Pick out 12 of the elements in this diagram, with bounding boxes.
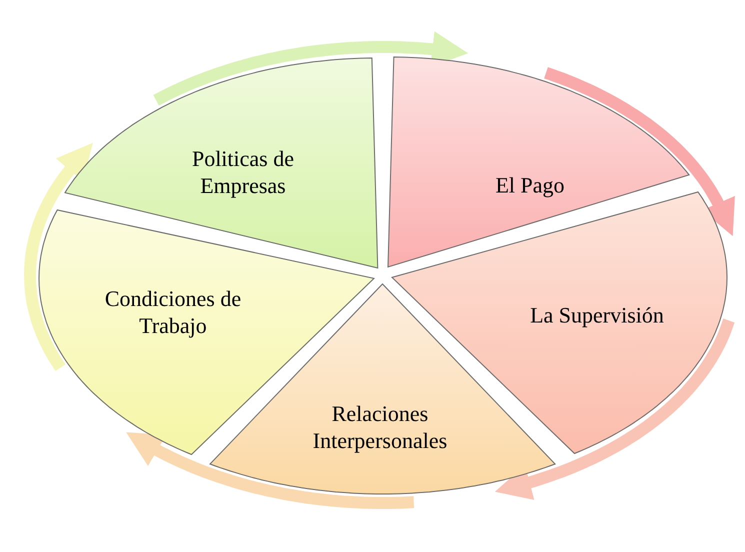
segment-label: La Supervisión	[529, 301, 665, 328]
segment-label: Condiciones de Trabajo	[104, 284, 242, 339]
curved-arrow	[126, 432, 414, 509]
curved-arrow	[544, 67, 735, 236]
curved-arrow	[24, 142, 93, 372]
segment-label: Politicas de Empresas	[190, 144, 295, 199]
pie-segment	[64, 56, 379, 269]
segment-label: Relaciones Interpersonales	[312, 400, 448, 454]
segment-label: El Pago	[494, 171, 566, 198]
pie-segment	[386, 56, 690, 268]
curved-arrow	[153, 31, 468, 106]
curved-arrow	[494, 318, 735, 500]
